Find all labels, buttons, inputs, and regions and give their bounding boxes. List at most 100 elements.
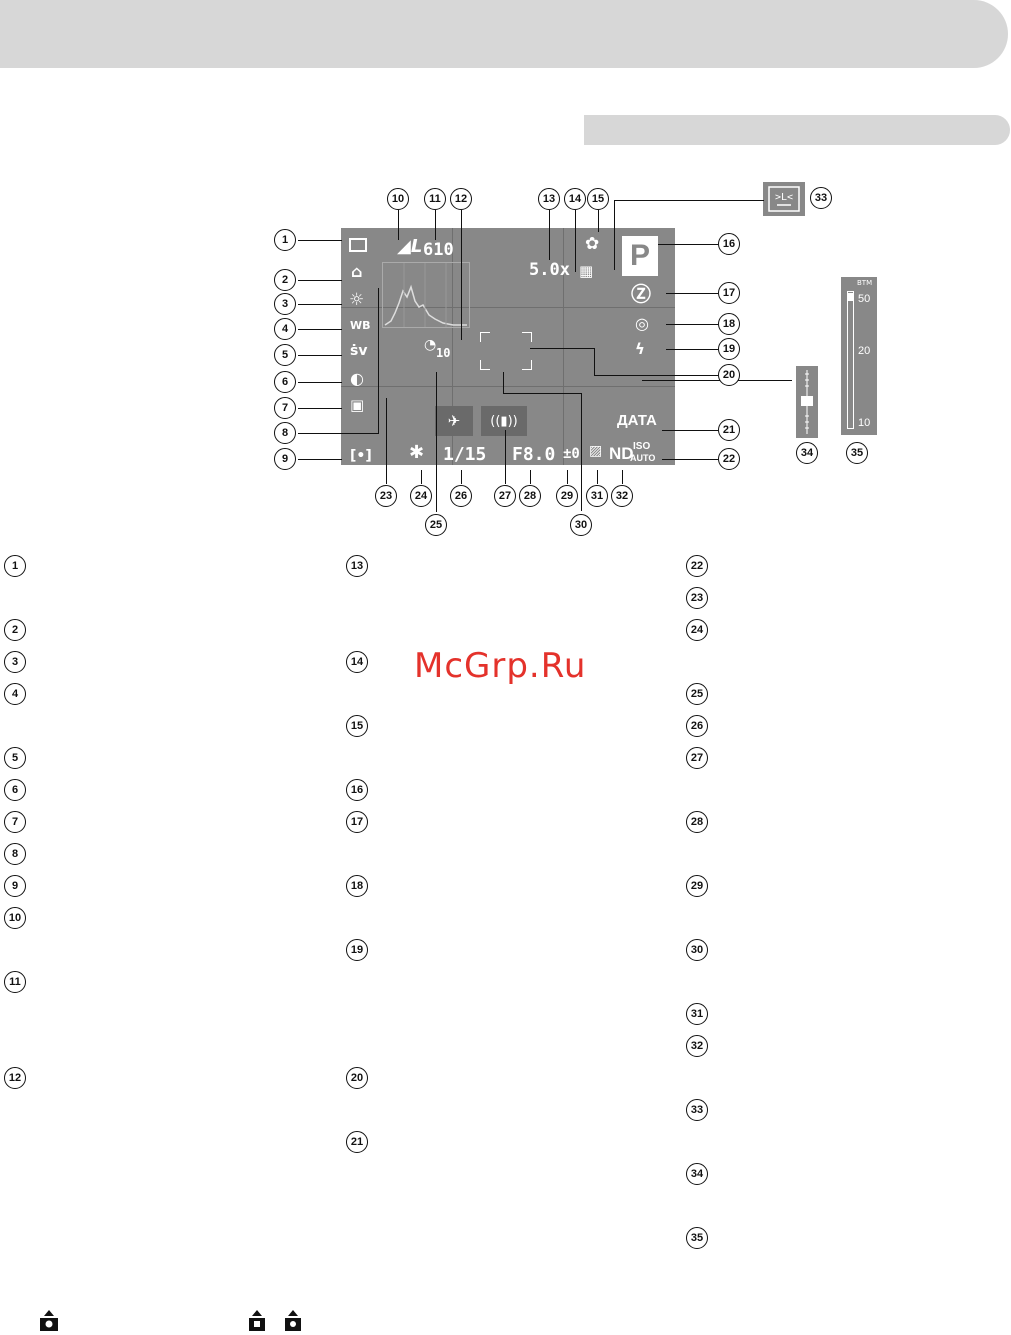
leader-line <box>421 470 422 484</box>
callout-34: 34 <box>796 442 818 464</box>
leader-line <box>575 210 576 272</box>
aperture-value: F8.0 <box>512 444 556 465</box>
camera-mode-icon: ⌂ <box>351 262 363 281</box>
leader-line <box>530 470 531 484</box>
leader-line <box>614 200 764 201</box>
legend-item: 19 <box>346 939 368 961</box>
legend-item: 30 <box>686 939 708 961</box>
callout-28: 28 <box>519 485 541 507</box>
leader-line <box>298 408 342 409</box>
section-bar <box>584 115 1010 145</box>
red-eye-icon: ◎ <box>635 314 649 333</box>
callout-31: 31 <box>586 485 608 507</box>
legend-item: 10 <box>4 907 26 929</box>
legend-item: 12 <box>4 1067 26 1089</box>
leader-line <box>662 430 718 431</box>
zoom-bar-level <box>848 293 853 301</box>
resolution-icon: ◢L <box>397 236 423 257</box>
drive-mode-icon: ▣ <box>350 396 365 414</box>
white-balance-icon: WB <box>350 319 371 332</box>
leader-line <box>642 380 792 381</box>
callout-4: 4 <box>274 318 296 340</box>
callout-9: 9 <box>274 448 296 470</box>
grid-line <box>452 228 453 465</box>
camera-icon <box>282 1310 304 1332</box>
iso-auto: AUTO <box>630 453 656 463</box>
legend-item: 24 <box>686 619 708 641</box>
callout-25: 25 <box>425 514 447 536</box>
legend-item: 6 <box>4 779 26 801</box>
zoom-bottom: 10 <box>858 417 871 429</box>
leader-line <box>581 393 582 511</box>
callout-32: 32 <box>611 485 633 507</box>
legend-item: 14 <box>346 651 368 673</box>
leader-line <box>594 375 718 376</box>
stabilizer-warning-icon: ((▮)) <box>481 406 527 436</box>
callout-19: 19 <box>718 338 740 360</box>
leader-line <box>567 470 568 484</box>
legend-item: 29 <box>686 875 708 897</box>
callout-1: 1 <box>274 229 296 251</box>
legend-item: 1 <box>4 555 26 577</box>
legend-item: 15 <box>346 715 368 737</box>
metering-icon: [•] <box>350 448 372 464</box>
callout-22: 22 <box>718 448 740 470</box>
callout-13: 13 <box>538 188 560 210</box>
callout-14: 14 <box>564 188 586 210</box>
callout-2: 2 <box>274 269 296 291</box>
sun-icon: ☼ <box>349 290 365 310</box>
callout-18: 18 <box>718 313 740 335</box>
ae-lock-icon: ✱ <box>409 442 425 463</box>
leader-line <box>461 470 462 484</box>
legend-item: 20 <box>346 1067 368 1089</box>
leader-line <box>436 372 437 512</box>
legend-item: 23 <box>686 587 708 609</box>
leader-line <box>666 324 718 325</box>
leader-line <box>597 470 598 484</box>
legend-item: 33 <box>686 1099 708 1121</box>
sv-icon: ṡv <box>350 343 368 359</box>
callout-26: 26 <box>450 485 472 507</box>
leader-line <box>298 382 342 383</box>
legend-item: 16 <box>346 779 368 801</box>
exposure-compensation: ±0 <box>563 446 580 462</box>
grid-line <box>563 228 564 465</box>
flash-compensation-icon: ϟ <box>635 340 645 358</box>
callout-30: 30 <box>570 514 592 536</box>
leader-line <box>298 355 342 356</box>
callout-27: 27 <box>494 485 516 507</box>
shooting-mode-badge: P <box>622 236 658 276</box>
legend-item: 5 <box>4 747 26 769</box>
lcd-screen: ⌂ ☼ WB ṡv ◐ ▣ [•] ◢L 610 ◔ 10 5.0x ✿ ▦ P… <box>341 228 675 465</box>
zoom-top: 50 <box>858 293 871 305</box>
legend-item: 18 <box>346 875 368 897</box>
leader-line <box>298 304 342 305</box>
callout-33: 33 <box>810 187 832 209</box>
legend-item: 8 <box>4 843 26 865</box>
callout-16: 16 <box>718 233 740 255</box>
legend-item: 4 <box>4 683 26 705</box>
leader-line <box>298 459 342 460</box>
callout-12: 12 <box>450 188 472 210</box>
legend-item: 26 <box>686 715 708 737</box>
zoom-value: 5.0x <box>529 260 570 280</box>
legend-item: 21 <box>346 1131 368 1153</box>
callout-23: 23 <box>375 485 397 507</box>
af-frame <box>480 332 532 370</box>
zoom-bar: BTM 50 20 10 <box>841 277 877 435</box>
legend-item: 27 <box>686 747 708 769</box>
callout-5: 5 <box>274 344 296 366</box>
leader-line <box>658 244 718 245</box>
legend-item: 32 <box>686 1035 708 1057</box>
leader-line <box>503 372 504 394</box>
intelligent-contrast-icon: ▨ <box>589 443 603 459</box>
leader-line <box>298 329 342 330</box>
leader-line <box>614 200 615 270</box>
callout-20: 20 <box>718 364 740 386</box>
flash-off-icon: Ⓩ <box>631 282 651 306</box>
shutter-speed: 1/15 <box>443 444 487 465</box>
legend-item: 2 <box>4 619 26 641</box>
image-stabilizer-icon: ▦ <box>579 262 594 280</box>
legend-item: 9 <box>4 875 26 897</box>
leader-line <box>461 210 462 340</box>
